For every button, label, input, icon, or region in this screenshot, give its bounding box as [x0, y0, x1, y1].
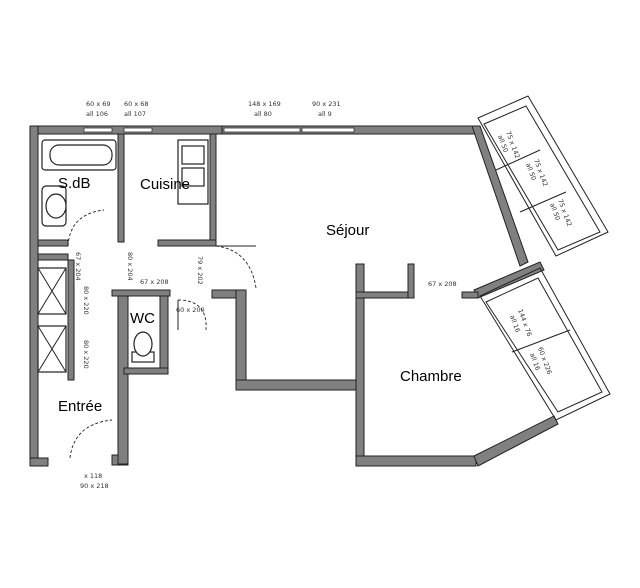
dim-top4-a: 90 x 231 — [312, 100, 341, 108]
wall-chambre-stub — [407, 263, 415, 299]
kitchen-sink-1 — [181, 145, 205, 165]
dim-entry-b: 90 x 218 — [80, 482, 109, 490]
dim-top1-a: 60 x 69 — [86, 100, 111, 108]
room-label-sdb: S.dB — [58, 175, 91, 192]
wall-closet-right — [67, 259, 75, 381]
room-labels: S.dB Cuisine Séjour WC Chambre Entrée — [58, 175, 462, 415]
wall-cuisine-bottom — [157, 239, 217, 247]
walls — [29, 125, 559, 467]
dim-entry-a: x 118 — [84, 472, 102, 480]
closet-2-x2 — [37, 325, 67, 373]
door-swing-entree — [69, 419, 113, 459]
dim-top2-a: 60 x 68 — [124, 100, 149, 108]
wall-chambre-top-left — [355, 291, 413, 299]
wc-bowl — [133, 331, 153, 357]
wall-bay-upper — [471, 125, 529, 267]
window-sejour-2 — [301, 127, 355, 133]
bay-sejour-outline — [477, 95, 609, 257]
wall-entree-left-partition — [37, 253, 69, 261]
dim-door-side: 79 x 202 — [196, 256, 204, 285]
fixtures — [37, 139, 209, 373]
wall-wc-right — [159, 295, 169, 375]
wall-sdb-bottom — [37, 239, 69, 247]
wall-corridor-right — [235, 289, 247, 391]
dim-door-cuisine: 80 x 204 — [126, 252, 134, 281]
dim-door-corridor: 67 x 208 — [140, 278, 169, 286]
kitchen-sink-2 — [181, 167, 205, 187]
wall-sdb-right — [117, 133, 125, 243]
door-swing-cuisine — [215, 245, 257, 289]
dim-closet-1: 80 x 220 — [82, 286, 90, 315]
wall-entree-right — [117, 295, 129, 465]
dim-door-wc: 60 x 200 — [176, 306, 205, 314]
room-label-chambre: Chambre — [400, 368, 462, 385]
bay-chambre-outline — [479, 267, 611, 421]
wall-cuisine-right — [209, 133, 217, 243]
door-swing-sdb — [67, 209, 105, 247]
wall-chambre-top-right — [461, 291, 479, 299]
wall-corridor-top — [111, 289, 171, 297]
dim-top3-b: all 80 — [254, 110, 272, 118]
bathtub-inner — [49, 144, 113, 166]
dim-top3-a: 148 x 169 — [248, 100, 281, 108]
dim-door-chambre: 67 x 208 — [428, 280, 457, 288]
dim-door-sdb: 67 x 204 — [74, 252, 82, 281]
wall-sejour-bottom — [235, 379, 365, 391]
window-cuisine — [123, 127, 153, 133]
dimension-labels: 60 x 69 all 106 60 x 68 all 107 148 x 16… — [74, 100, 573, 490]
dim-top1-b: all 106 — [86, 110, 108, 118]
bay-windows — [477, 95, 611, 421]
window-sejour — [223, 127, 301, 133]
wall-left — [29, 125, 39, 467]
room-label-sejour: Séjour — [326, 222, 369, 239]
sdb-toilet — [45, 193, 67, 219]
bay-sejour-mullion-1 — [495, 149, 541, 171]
bay-sejour-mullion-2 — [519, 191, 567, 213]
dim-top4-b: all 9 — [318, 110, 332, 118]
bay-chambre-inner — [485, 277, 603, 413]
bay-chambre-mullion — [511, 329, 571, 353]
wall-bottom-left — [29, 457, 49, 467]
room-label-cuisine: Cuisine — [140, 176, 190, 193]
window-sdb — [83, 127, 113, 133]
dim-closet-2: 80 x 220 — [82, 340, 90, 369]
door-swings — [67, 209, 257, 459]
wall-chambre-bottom — [355, 455, 477, 467]
closet-1-x2 — [37, 267, 67, 315]
wall-door-stub — [211, 289, 239, 299]
room-label-entree: Entrée — [58, 398, 102, 415]
wall-wc-bottom — [123, 367, 169, 375]
wall-chambre-diagonal — [473, 415, 559, 467]
bay-sejour-inner — [483, 105, 601, 251]
windows-top — [83, 127, 355, 133]
room-label-wc: WC — [130, 310, 155, 327]
door-swing-wc — [177, 299, 207, 331]
dim-top2-b: all 107 — [124, 110, 146, 118]
